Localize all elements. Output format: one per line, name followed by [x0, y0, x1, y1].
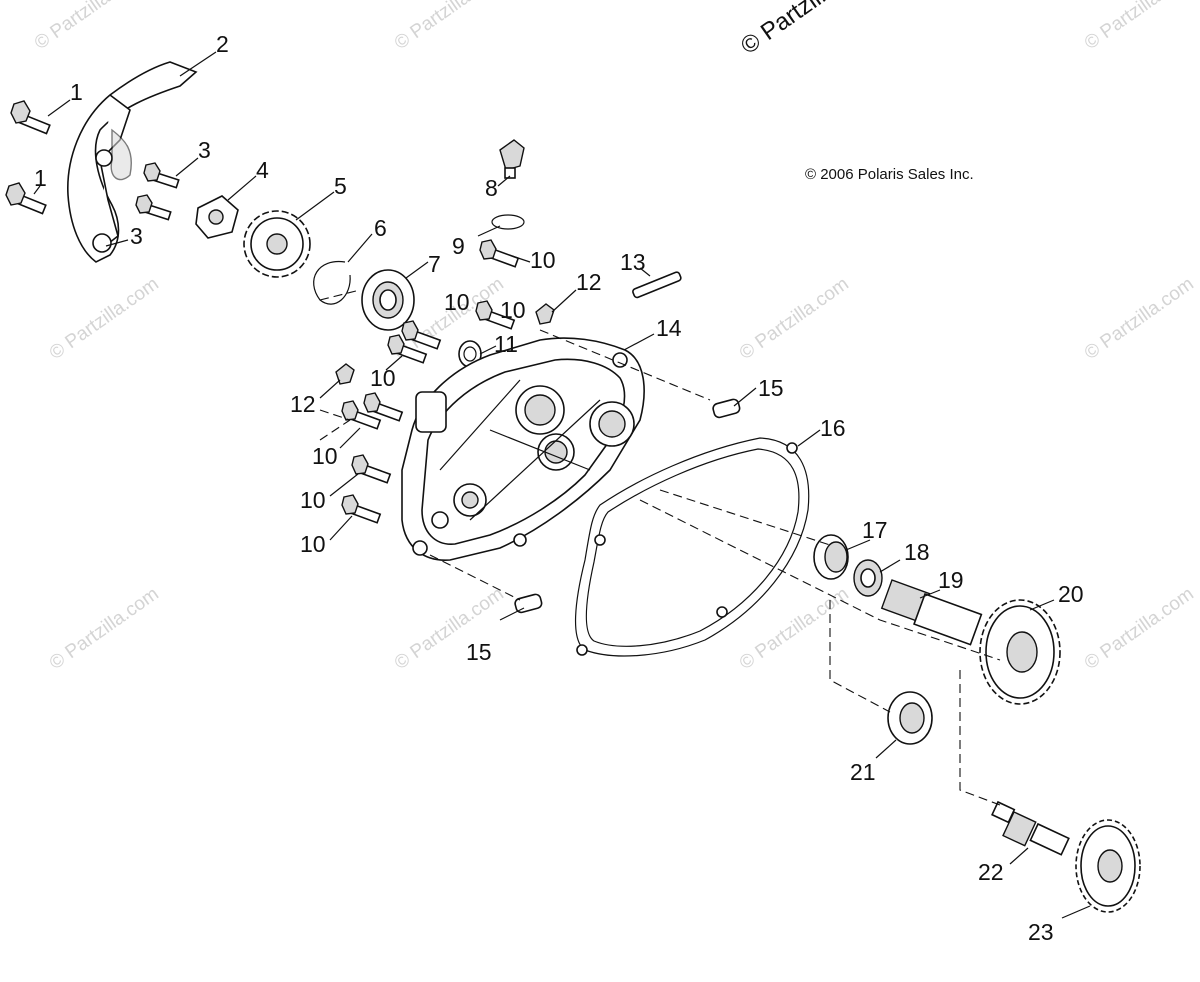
callout-19: 19 [938, 567, 964, 593]
callout-22: 22 [978, 859, 1004, 885]
watermark: © Partzilla.com [46, 273, 163, 364]
callout-12: 12 [290, 391, 316, 417]
part-screw [143, 162, 180, 189]
part-bolt [341, 392, 404, 430]
callout-16: 16 [820, 415, 846, 441]
callout-2: 2 [216, 31, 229, 57]
callout-3: 3 [198, 137, 211, 163]
part-seal [813, 534, 849, 580]
part-bolt [5, 182, 47, 215]
watermark: © Partzilla.com [391, 0, 508, 54]
part-pin [632, 271, 682, 299]
part-clip [335, 363, 355, 385]
watermark: © Partzilla.com [736, 273, 853, 364]
part-bearing [887, 691, 933, 745]
part-bolt [387, 334, 428, 364]
callout-12: 12 [576, 269, 602, 295]
callout-6: 6 [374, 215, 387, 241]
watermark-top: © Partzilla [736, 0, 842, 60]
part-o-ring [491, 214, 525, 230]
leader-lines [33, 51, 1091, 919]
watermark: © Partzilla.com [1081, 583, 1198, 674]
callout-10: 10 [530, 247, 556, 273]
callout-10: 10 [300, 531, 326, 557]
part-bolt [351, 454, 392, 484]
callout-10: 10 [444, 289, 470, 315]
callout-18: 18 [904, 539, 930, 565]
copyright-notice: © 2006 Polaris Sales Inc. [805, 166, 974, 183]
watermark: © Partzilla.com [1081, 273, 1198, 364]
callout-11: 11 [494, 331, 518, 357]
part-bolt [341, 494, 382, 524]
callout-1: 1 [70, 79, 83, 105]
watermarks: © Partzilla.com © Partzilla.com © Partzi… [31, 0, 1198, 674]
callout-10: 10 [312, 443, 338, 469]
callout-9: 9 [452, 233, 465, 259]
part-bearing [361, 269, 415, 331]
callout-3: 3 [130, 223, 143, 249]
callout-10: 10 [300, 487, 326, 513]
callout-1: 1 [34, 165, 47, 191]
part-large-gear [979, 599, 1061, 705]
part-pinion-shaft [991, 800, 1070, 856]
part-bolt [10, 100, 51, 135]
callout-14: 14 [656, 315, 682, 341]
callout-13: 13 [620, 249, 646, 275]
callout-23: 23 [1028, 919, 1054, 945]
part-case-cover [401, 337, 645, 561]
callout-10: 10 [370, 365, 396, 391]
part-driven-gear [1075, 819, 1141, 913]
part-sprocket-guard [67, 61, 198, 263]
callout-21: 21 [850, 759, 876, 785]
part-drive-sprocket [243, 210, 311, 278]
part-retainer-plate [195, 195, 239, 239]
callout-15: 15 [758, 375, 784, 401]
watermark: © Partzilla.com [46, 583, 163, 674]
watermark: © Partzilla.com [31, 0, 148, 54]
part-clip [535, 303, 555, 325]
part-dowel-pin [712, 398, 741, 419]
part-screw [135, 194, 172, 221]
callout-17: 17 [862, 517, 888, 543]
part-bolt [475, 300, 516, 330]
callout-7: 7 [428, 251, 441, 277]
part-output-shaft [880, 579, 983, 646]
callout-10: 10 [500, 297, 526, 323]
callout-labels: 1 1 2 3 3 4 5 6 7 8 9 10 10 10 10 10 10 … [34, 31, 1084, 945]
part-bolt [479, 239, 520, 268]
part-washer [853, 559, 883, 597]
part-bolt [401, 320, 442, 350]
callout-8: 8 [485, 175, 498, 201]
part-dowel-pin [514, 593, 543, 614]
callout-4: 4 [256, 157, 269, 183]
part-gasket [575, 437, 810, 657]
watermark: © Partzilla.com [1081, 0, 1198, 54]
part-snap-ring [313, 260, 351, 305]
alignment-lines [319, 289, 1001, 806]
callout-20: 20 [1058, 581, 1084, 607]
part-drain-plug [499, 139, 525, 179]
callout-15: 15 [466, 639, 492, 665]
callout-5: 5 [334, 173, 347, 199]
